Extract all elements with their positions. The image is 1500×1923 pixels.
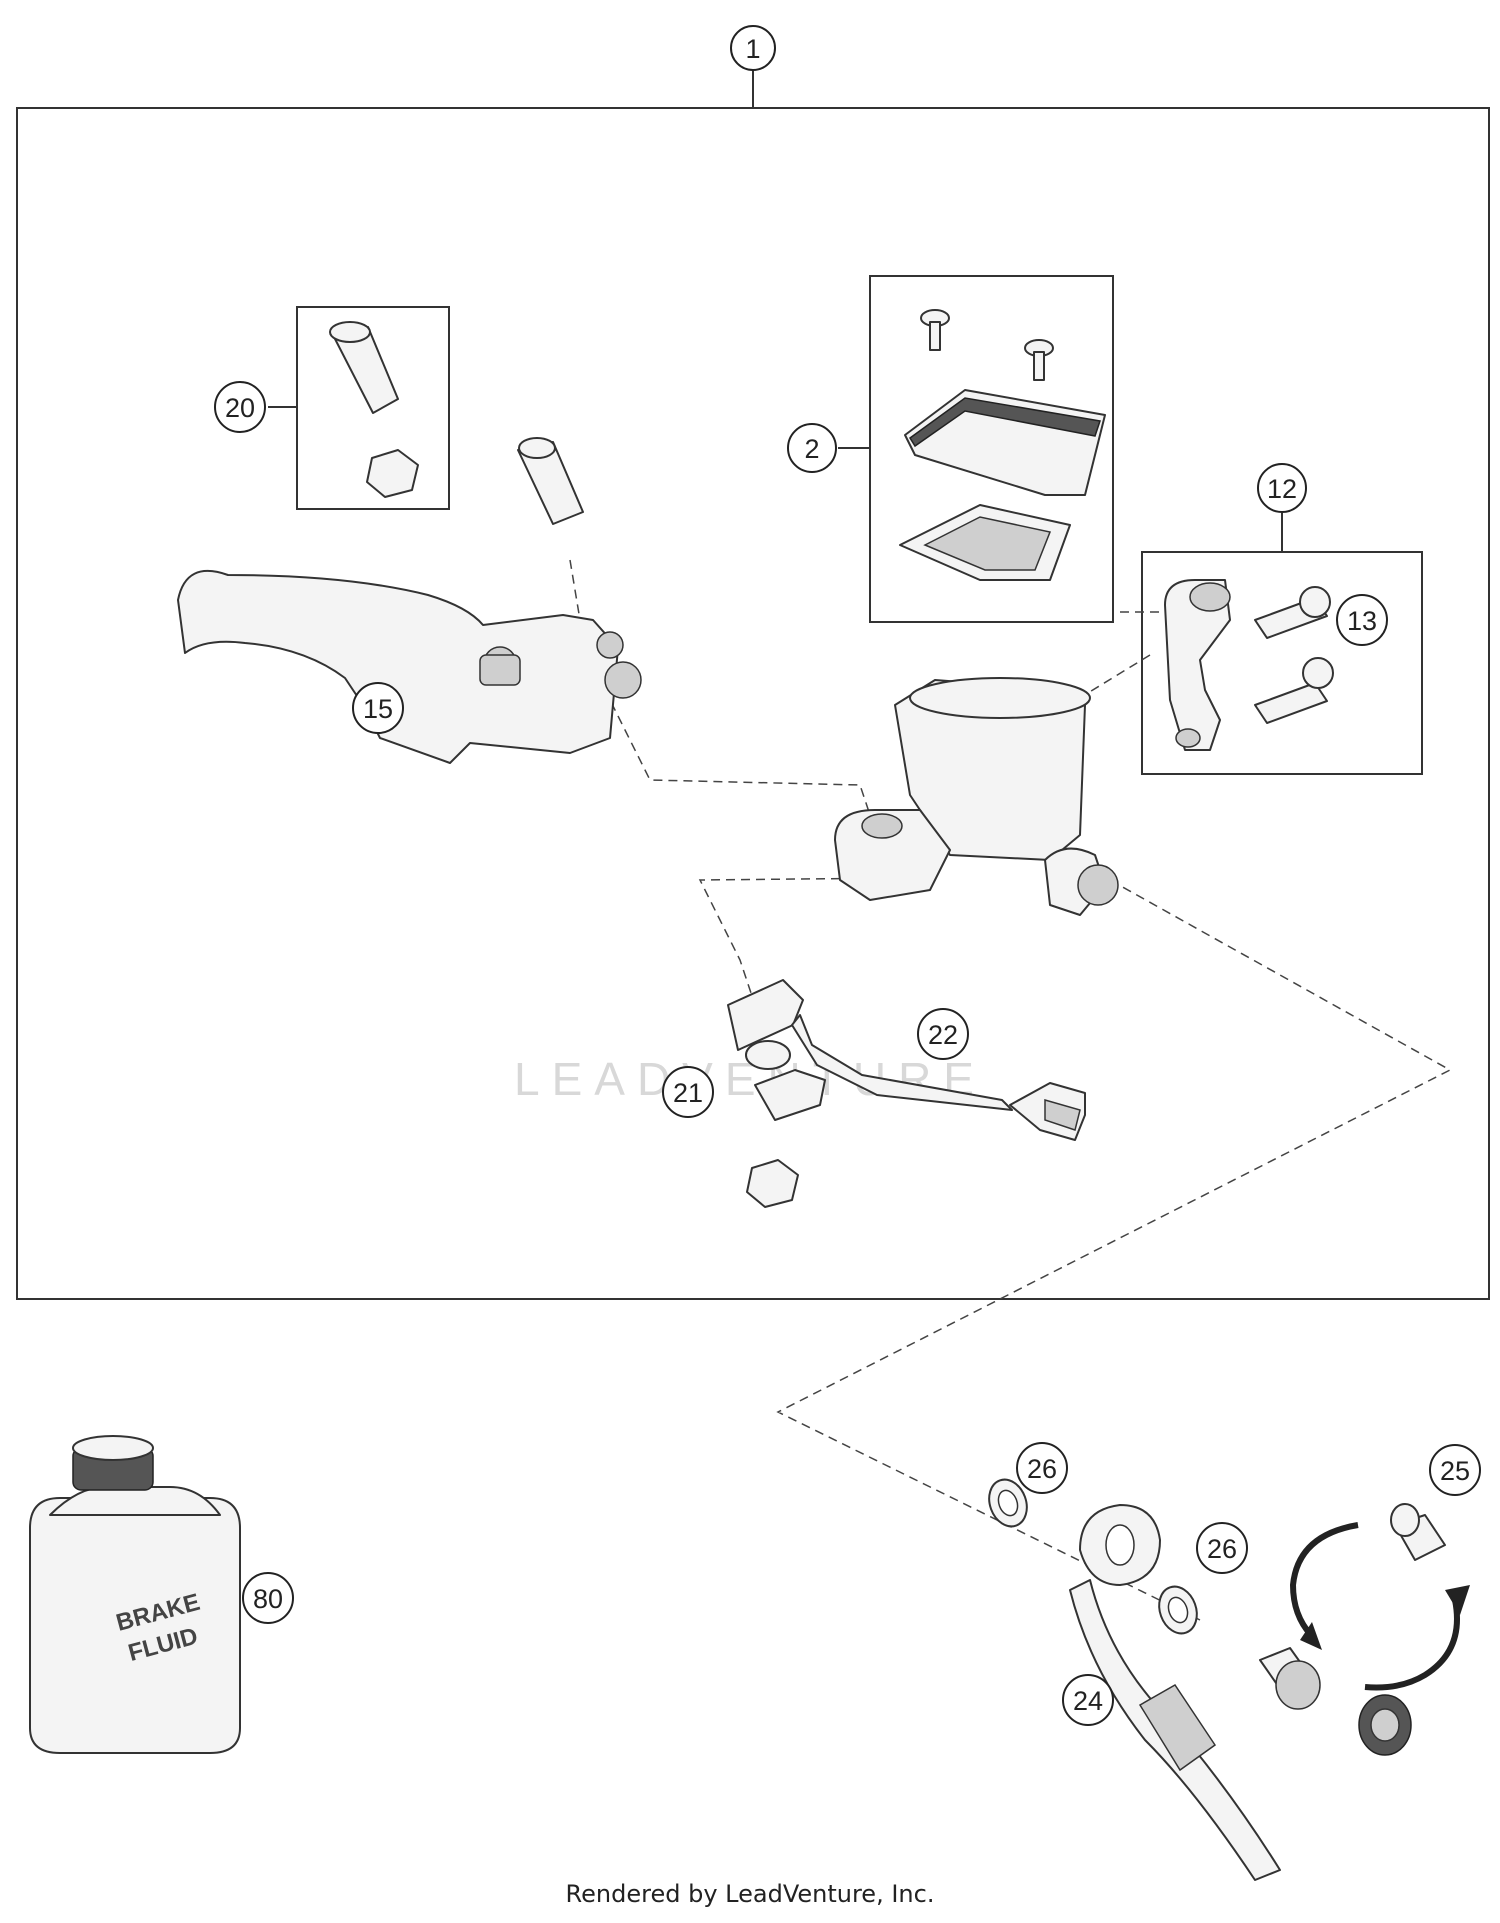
svg-text:20: 20 — [225, 393, 255, 423]
svg-text:21: 21 — [673, 1078, 703, 1108]
callout-21: 21 — [662, 1066, 714, 1118]
footer-credit: Rendered by LeadVenture, Inc. — [565, 1880, 935, 1908]
part-15-lever — [177, 570, 642, 764]
svg-text:12: 12 — [1267, 474, 1297, 504]
svg-text:15: 15 — [363, 694, 393, 724]
callout-20: 20 — [214, 381, 266, 433]
part-22-switch — [727, 979, 1013, 1111]
part-21-nut — [746, 1159, 799, 1208]
svg-text:1: 1 — [745, 34, 760, 64]
part-20-sleeve — [329, 321, 399, 414]
callout-24: 24 — [1062, 1674, 1114, 1726]
svg-text:22: 22 — [928, 1020, 958, 1050]
part-22-connector — [1009, 1082, 1086, 1141]
callout-12: 12 — [1257, 463, 1307, 513]
svg-text:13: 13 — [1347, 606, 1377, 636]
callout-2: 2 — [787, 423, 837, 473]
part-2-cover — [904, 389, 1106, 496]
callout-80: 80 — [242, 1572, 294, 1624]
svg-text:80: 80 — [253, 1584, 283, 1614]
part-bleeder-and-cap — [1259, 1647, 1412, 1756]
part-26-washer-right — [1158, 1585, 1198, 1635]
part-2-gasket — [899, 504, 1071, 581]
svg-text:25: 25 — [1440, 1456, 1470, 1486]
dash-body-to-hose — [776, 879, 1452, 1621]
svg-text:26: 26 — [1027, 1454, 1057, 1484]
callout-26-left: 26 — [1016, 1442, 1068, 1494]
callout-22: 22 — [917, 1008, 969, 1060]
svg-text:24: 24 — [1073, 1686, 1103, 1716]
svg-text:26: 26 — [1207, 1534, 1237, 1564]
part-24-hose — [1069, 1504, 1281, 1881]
callout-25: 25 — [1429, 1444, 1481, 1496]
part-2-screws — [920, 309, 1054, 381]
svg-text:2: 2 — [804, 434, 819, 464]
callout-26-right: 26 — [1196, 1522, 1248, 1574]
part-80-brake-fluid-bottle — [29, 1435, 241, 1754]
part-25-bolt — [1390, 1503, 1446, 1561]
dash-body-to-switch — [698, 877, 901, 1021]
callout-15: 15 — [352, 682, 404, 734]
part-21-plate — [745, 1040, 826, 1121]
part-15-sleeve — [517, 437, 584, 525]
rotation-arrows-icon — [1289, 1522, 1470, 1691]
callout-13: 13 — [1336, 594, 1388, 646]
part-20-nut — [366, 449, 419, 498]
part-26-washer-left — [988, 1478, 1028, 1528]
master-cylinder-body — [834, 677, 1119, 916]
part-12-clamp — [1164, 579, 1231, 751]
callout-1: 1 — [730, 25, 776, 71]
part-13-screws — [1254, 586, 1334, 724]
